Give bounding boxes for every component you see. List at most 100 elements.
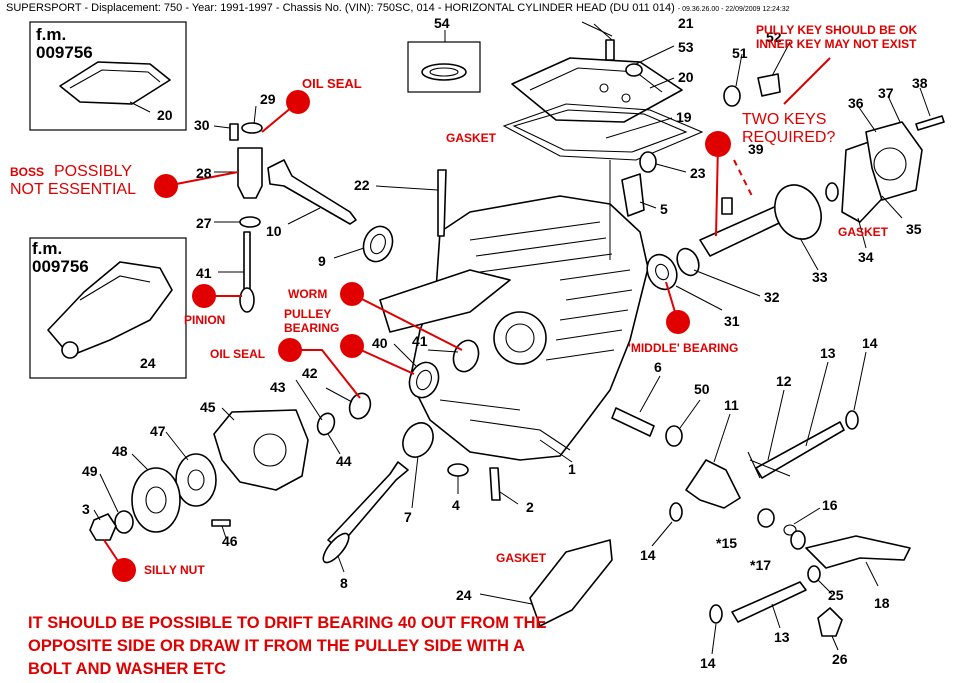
tach-drive xyxy=(229,122,447,313)
label-32: 32 xyxy=(764,289,780,305)
inset-box-top: f.m. 009756 20 xyxy=(29,21,187,131)
screw-38 xyxy=(915,115,945,131)
washer-51 xyxy=(723,85,741,107)
bearing-31 xyxy=(646,253,678,291)
part-labels: 54 29 30 28 27 41 10 22 9 21 53 20 19 23… xyxy=(82,15,928,671)
part-17 xyxy=(790,530,806,550)
label-37: 37 xyxy=(878,85,894,101)
cover-24 xyxy=(529,539,613,627)
valve-10 xyxy=(267,159,357,225)
note-worm: WORM xyxy=(288,287,327,301)
key-39 xyxy=(721,197,733,215)
cover-plate-45 xyxy=(213,409,309,491)
leader-lines xyxy=(93,21,931,655)
pulley-48 xyxy=(131,467,181,533)
note-boss-c: NOT ESSENTIAL xyxy=(10,181,136,198)
note-oil-seal-left: OIL SEAL xyxy=(210,347,265,361)
pinion-gear xyxy=(239,287,255,313)
label-54: 54 xyxy=(434,15,450,31)
inset-bracket-shape xyxy=(47,261,173,357)
label-45: 45 xyxy=(200,399,216,415)
rocker-18 xyxy=(805,535,911,569)
inset-part-24: 24 xyxy=(140,355,156,371)
label-23: 23 xyxy=(690,165,706,181)
page-header: SUPERSPORT - Displacement: 750 - Year: 1… xyxy=(6,2,956,14)
washer-14-mid xyxy=(669,502,683,522)
label-6: 6 xyxy=(654,359,662,375)
label-4: 4 xyxy=(452,497,460,513)
label-25: 25 xyxy=(828,587,844,603)
label-10: 10 xyxy=(266,223,282,239)
note-pulley-bearing-a: PULLEY xyxy=(284,307,331,321)
pulley-side xyxy=(89,409,309,541)
stud-22 xyxy=(437,169,447,237)
bearing-32 xyxy=(676,247,700,277)
cap-52 xyxy=(757,73,781,97)
part-7 xyxy=(402,422,434,458)
label-14-bottom: 14 xyxy=(700,655,716,671)
label-8: 8 xyxy=(340,575,348,591)
label-3: 3 xyxy=(82,501,90,517)
head-flange xyxy=(379,269,511,333)
label-36: 36 xyxy=(848,95,864,111)
label-48: 48 xyxy=(112,443,128,459)
note-pinion: PINION xyxy=(184,313,225,327)
top-gasket xyxy=(502,103,704,161)
label-1: 1 xyxy=(568,461,576,477)
inset-box-mid: f.m. 009756 24 xyxy=(29,237,187,379)
seal-9 xyxy=(362,225,394,263)
rocker-assembly xyxy=(529,407,911,637)
seal-42 xyxy=(348,392,372,420)
label-31: 31 xyxy=(724,313,740,329)
label-43: 43 xyxy=(270,379,286,395)
red-markers xyxy=(103,57,831,582)
head-port xyxy=(493,311,547,365)
label-24: 24 xyxy=(456,587,472,603)
cap-53 xyxy=(625,63,643,77)
plug-23 xyxy=(639,151,657,173)
red-annotations: OIL SEAL BOSS POSSIBLY NOT ESSENTIAL PIN… xyxy=(10,23,917,577)
label-38: 38 xyxy=(912,75,928,91)
inset-part-20: 20 xyxy=(157,107,173,123)
washer-14-bottom xyxy=(709,604,723,624)
part-15 xyxy=(757,508,775,528)
label-42: 42 xyxy=(302,365,318,381)
note-middle-bearing: 'MIDDLE' BEARING xyxy=(628,341,738,355)
washer-47 xyxy=(175,453,217,507)
nut-26 xyxy=(817,607,843,637)
note-pulley-key-a: PULLY KEY SHOULD BE OK xyxy=(756,23,917,37)
label-9: 9 xyxy=(318,253,326,269)
boss-28 xyxy=(237,147,263,199)
label-19: 19 xyxy=(676,109,692,125)
inset-fm-number-mid: 009756 xyxy=(32,257,89,276)
seal-29 xyxy=(241,122,263,134)
oring-27 xyxy=(239,216,261,228)
cylinder-head xyxy=(379,195,649,461)
top-cover-assembly xyxy=(502,57,704,161)
label-21: 21 xyxy=(678,15,694,31)
part-4 xyxy=(447,463,469,477)
label-40: 40 xyxy=(372,335,388,351)
oring-35 xyxy=(825,182,839,202)
note-gasket-right: GASKET xyxy=(838,225,889,239)
shaft-13-top xyxy=(755,421,845,479)
note-two-keys-a: TWO KEYS xyxy=(742,111,826,128)
label-34: 34 xyxy=(858,249,874,265)
cam-lobe xyxy=(774,184,822,240)
label-11: 11 xyxy=(724,397,739,413)
spring-12 xyxy=(747,451,791,479)
label-14-mid: 14 xyxy=(640,547,656,563)
left-bearings xyxy=(316,225,501,501)
part-16 xyxy=(783,524,797,536)
label-44: 44 xyxy=(336,453,352,469)
label-50: 50 xyxy=(694,381,710,397)
washer-14-top xyxy=(845,410,859,430)
label-13-bottom: 13 xyxy=(774,629,790,645)
note-silly-nut: SILLY NUT xyxy=(144,563,205,577)
label-49: 49 xyxy=(82,463,98,479)
label-27: 27 xyxy=(196,215,212,231)
camshaft-assembly xyxy=(605,39,945,291)
note-gasket-bottom: GASKET xyxy=(496,551,547,565)
